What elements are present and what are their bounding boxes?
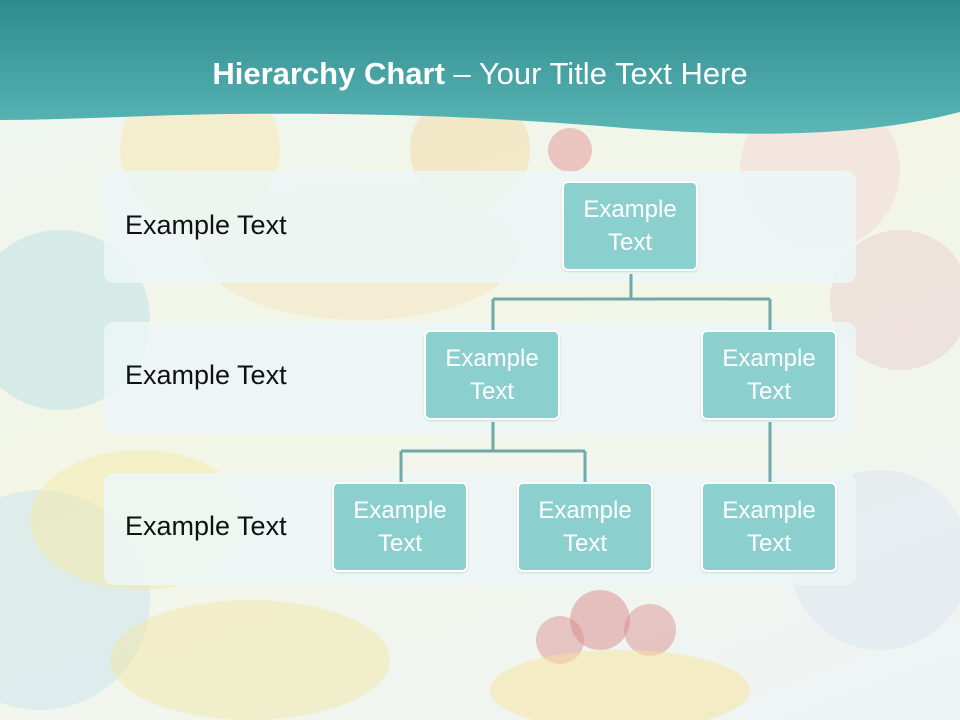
level-label-1: Example Text xyxy=(125,210,287,240)
node-level3-middle[interactable]: Example Text xyxy=(517,482,653,572)
header-banner xyxy=(0,0,960,134)
level-band-1 xyxy=(104,171,856,283)
node-level2-left[interactable]: Example Text xyxy=(424,330,560,420)
level-label-2: Example Text xyxy=(125,360,287,390)
node-level2-right[interactable]: Example Text xyxy=(701,330,837,420)
node-level3-left[interactable]: Example Text xyxy=(332,482,468,572)
slide-title: Hierarchy Chart – Your Title Text Here xyxy=(0,56,960,92)
title-bold: Hierarchy Chart xyxy=(212,56,445,91)
node-level3-right[interactable]: Example Text xyxy=(701,482,837,572)
node-root[interactable]: Example Text xyxy=(562,181,698,271)
title-rest: – Your Title Text Here xyxy=(444,56,748,91)
level-label-3: Example Text xyxy=(125,511,287,541)
